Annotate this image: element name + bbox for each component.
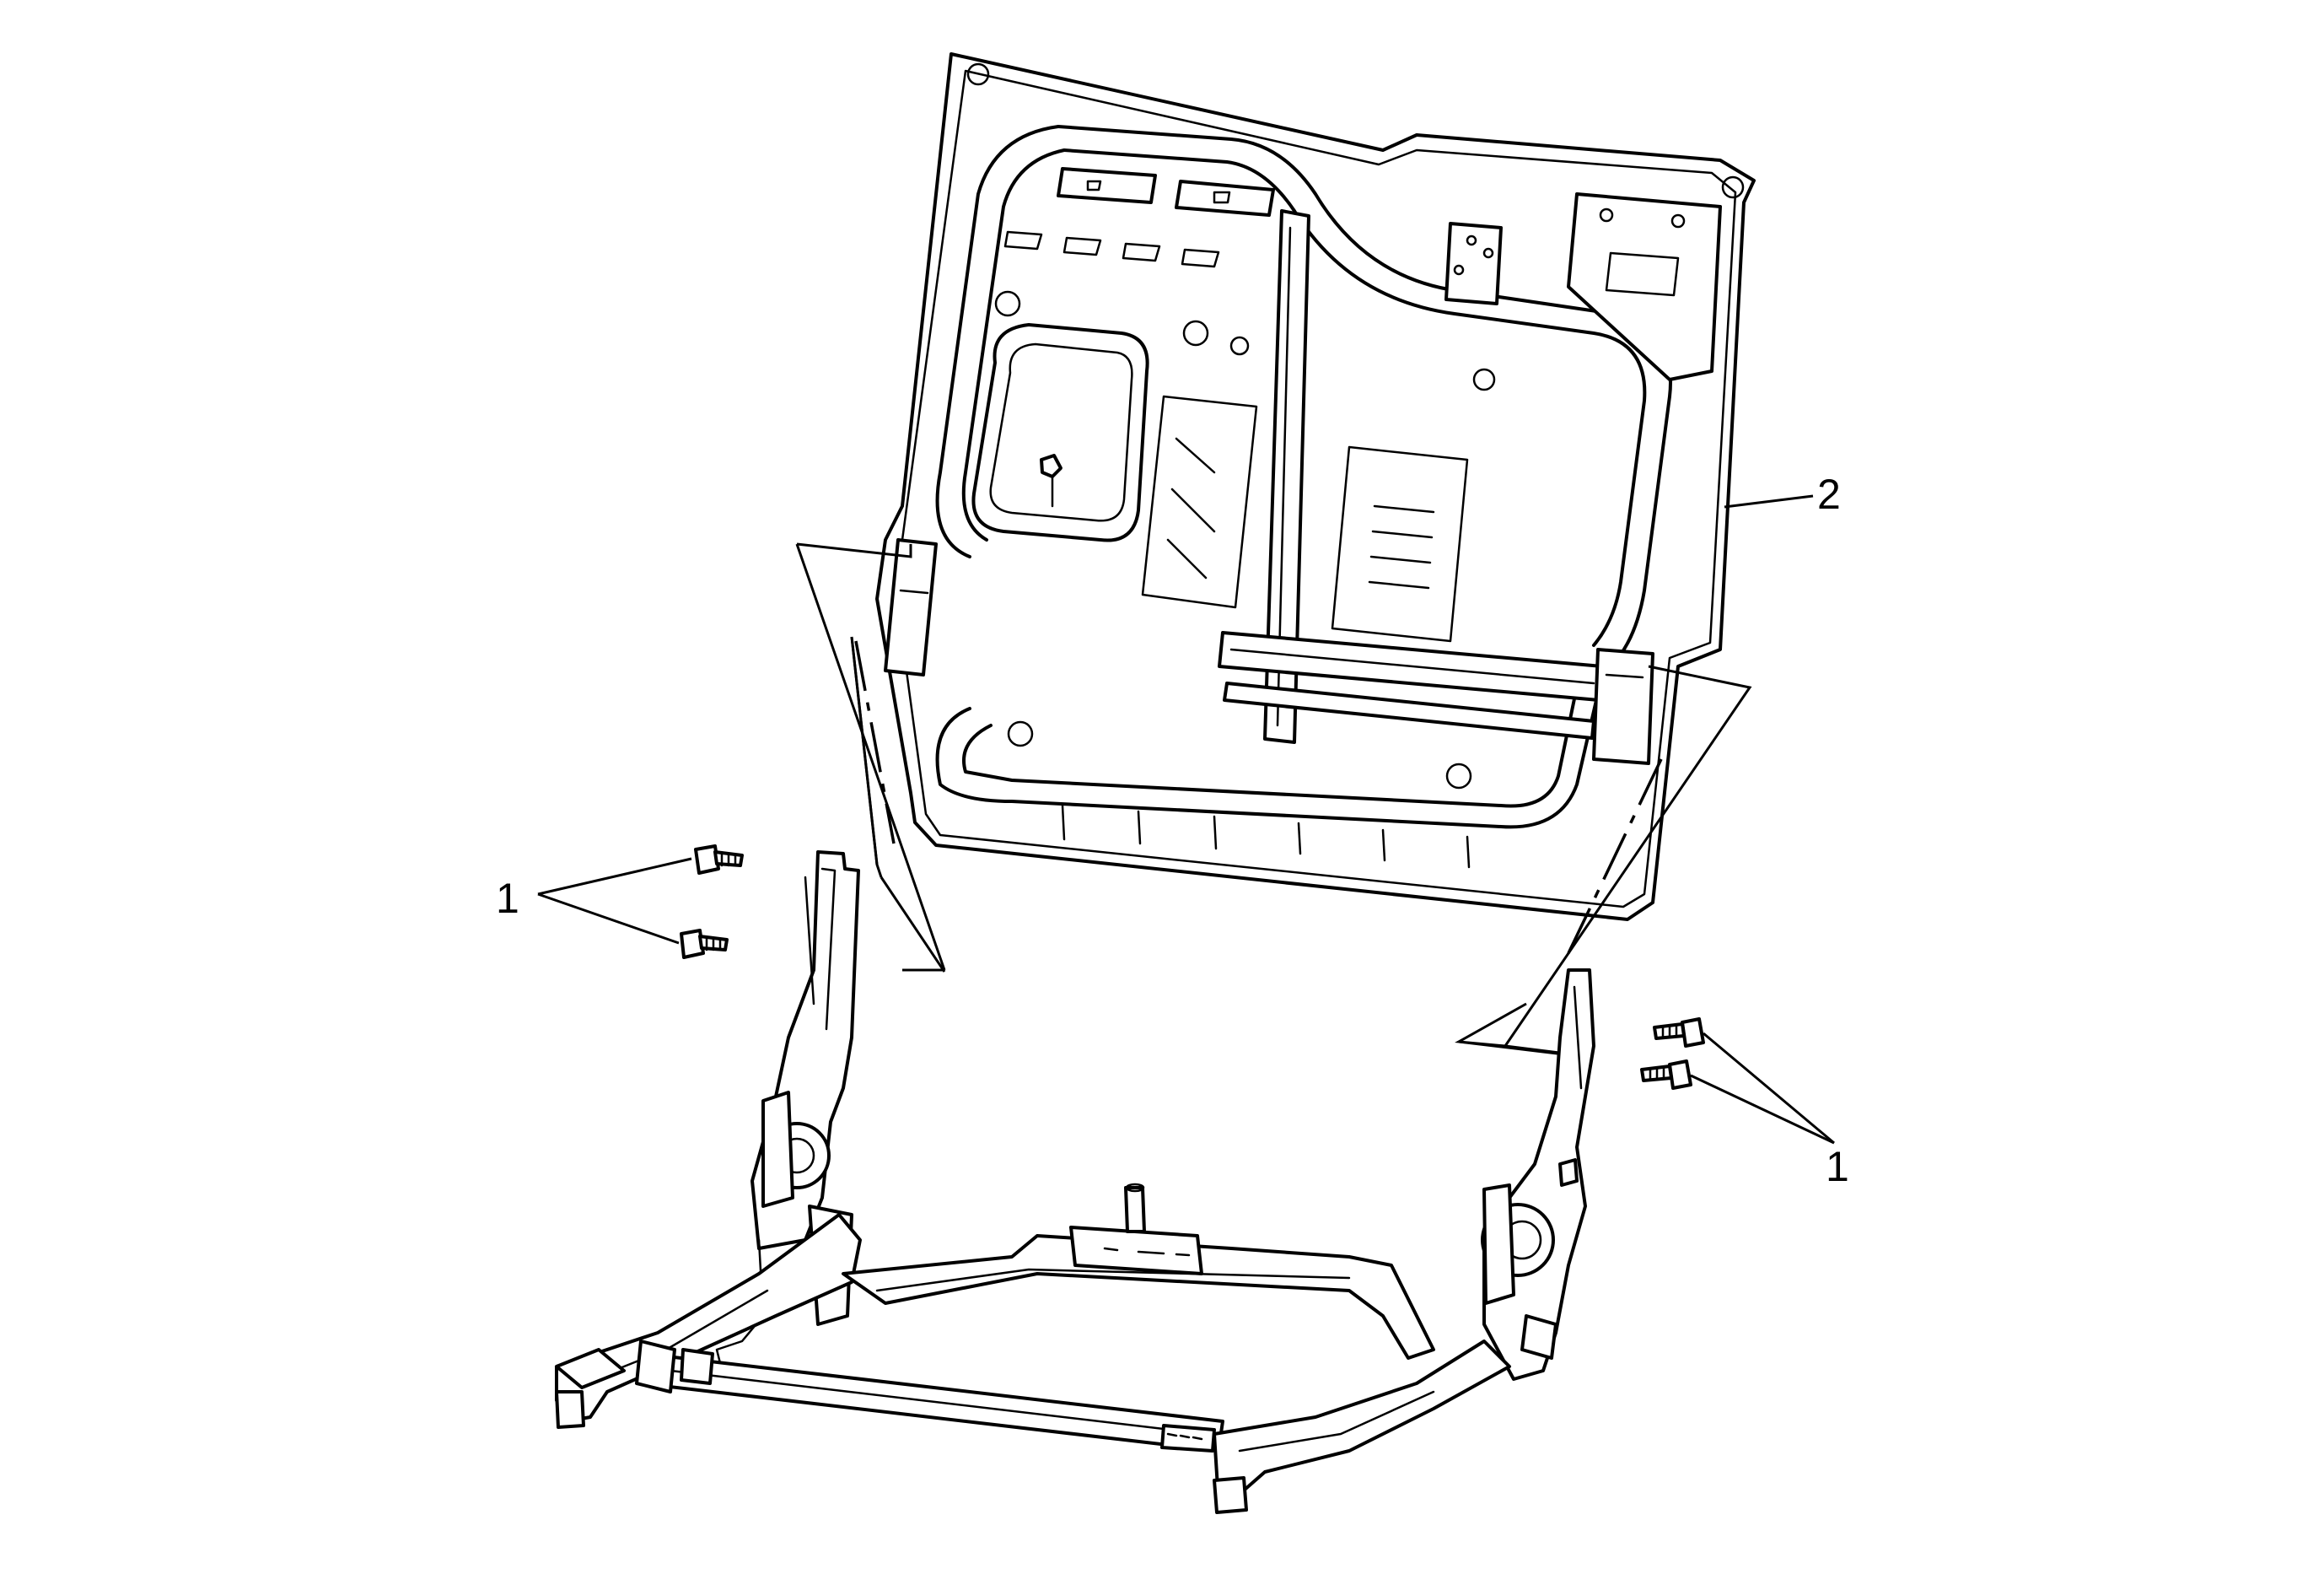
bolt-left-upper xyxy=(694,844,744,875)
callout-1-left: 1 xyxy=(496,875,519,922)
callout-leaders xyxy=(537,494,1835,1145)
bolt-right-lower xyxy=(1640,1059,1692,1090)
seatback-frame xyxy=(875,52,1756,921)
callout-1-right: 1 xyxy=(1826,1143,1849,1190)
callout-2: 2 xyxy=(1817,471,1841,518)
bolt-left-lower xyxy=(680,929,729,959)
right-recliner-bracket xyxy=(1481,968,1595,1381)
alignment-lines xyxy=(795,542,1752,1056)
bolt-right-upper xyxy=(1653,1017,1705,1048)
seat-base-frame xyxy=(555,1183,1511,1514)
